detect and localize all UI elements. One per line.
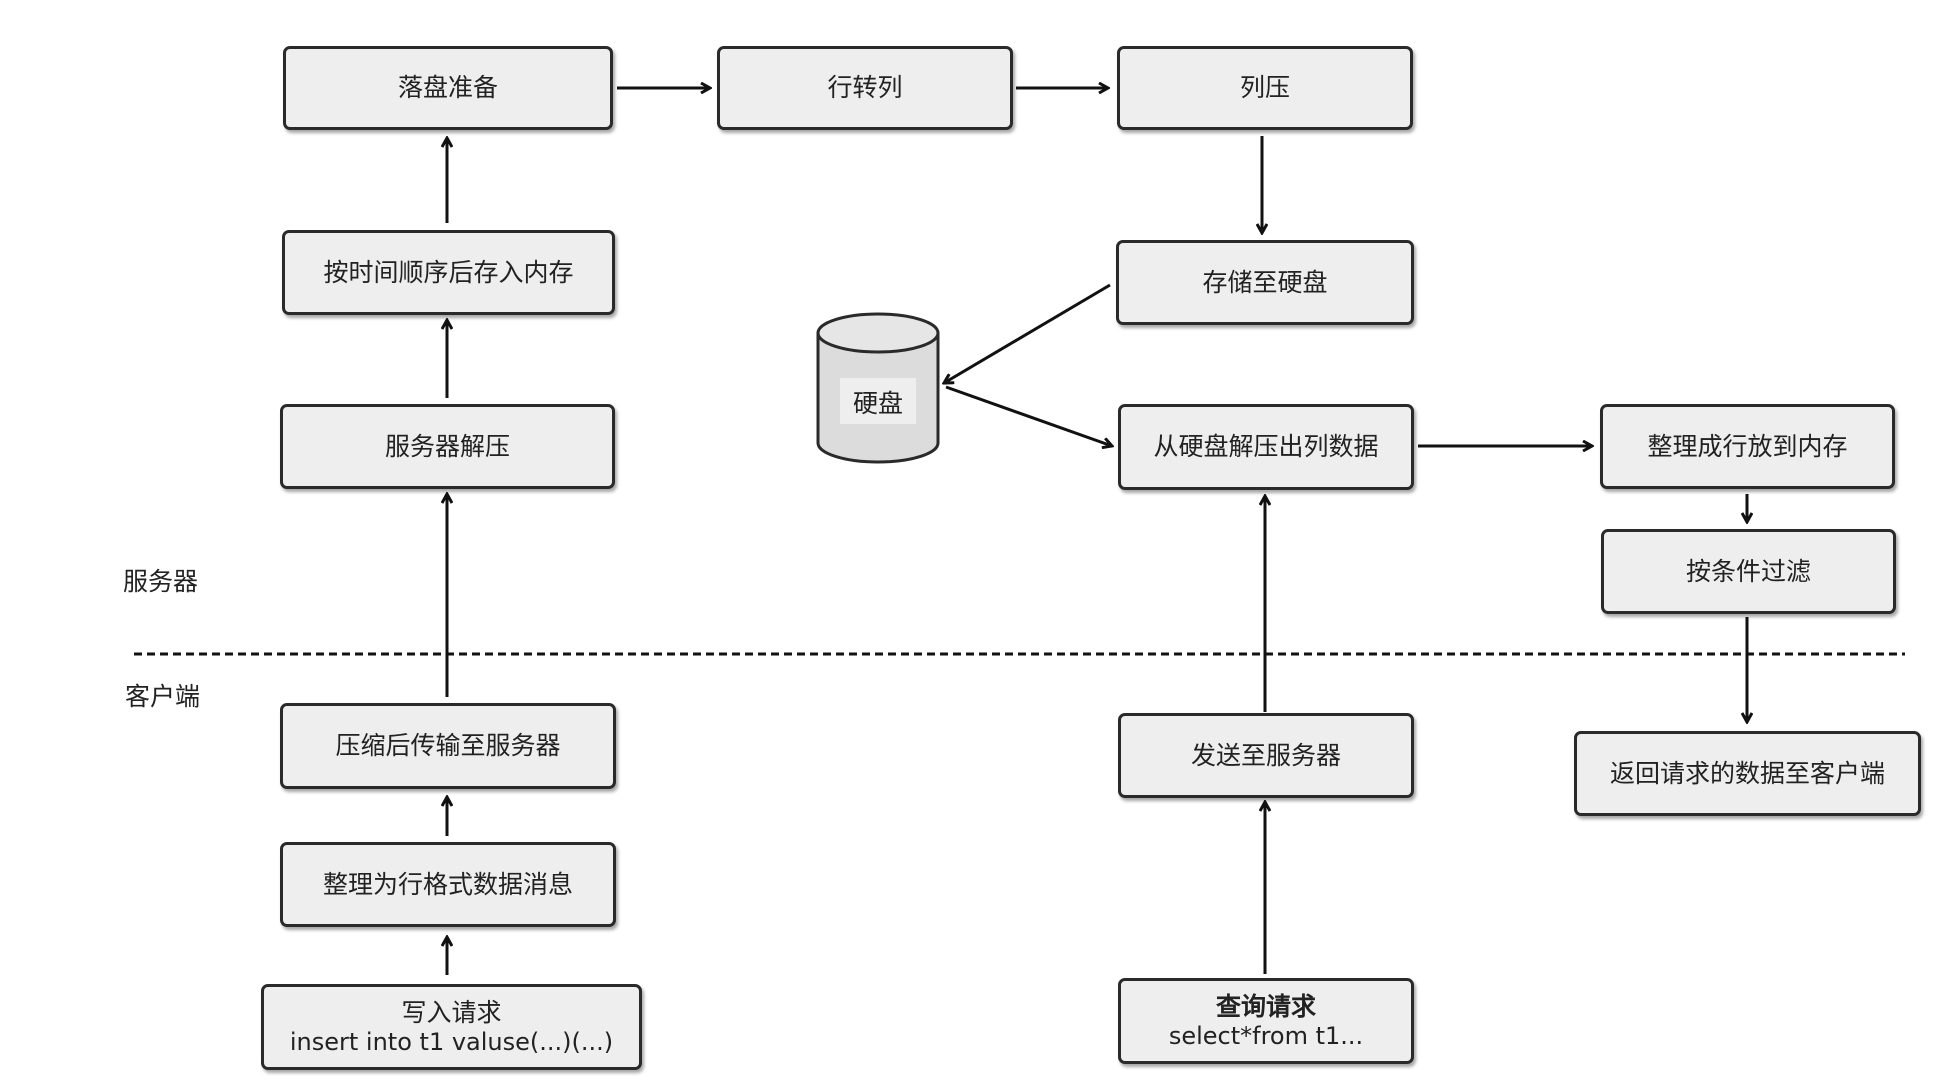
node-row-to-col: 行转列 [717, 46, 1013, 130]
query-request-title: 查询请求 [1215, 991, 1316, 1021]
node-compress-send: 压缩后传输至服务器 [280, 703, 616, 789]
node-send-server: 发送至服务器 [1118, 713, 1414, 798]
node-decompress-cols: 从硬盘解压出列数据 [1118, 404, 1414, 490]
zone-label-client: 客户端 [125, 682, 201, 711]
write-request-title: 写入请求 [401, 997, 502, 1027]
node-send-server-label: 发送至服务器 [1190, 740, 1341, 770]
node-sort-store: 按时间顺序后存入内存 [282, 230, 615, 315]
node-format-rows-label: 整理为行格式数据消息 [322, 869, 573, 899]
node-write-request: 写入请求 insert into t1 valuse(...)(...) [261, 984, 642, 1070]
node-store-disk: 存储至硬盘 [1116, 240, 1414, 325]
node-query-request: 查询请求 select*from t1... [1118, 978, 1414, 1064]
node-format-rows: 整理为行格式数据消息 [280, 842, 616, 927]
node-filter-label: 按条件过滤 [1685, 556, 1811, 586]
node-store-disk-label: 存储至硬盘 [1202, 267, 1328, 297]
node-col-compress-label: 列压 [1239, 73, 1290, 102]
node-col-compress: 列压 [1117, 46, 1413, 130]
query-request-sql: select*from t1... [1168, 1021, 1364, 1050]
arrow-disk-to-decompress [945, 385, 1112, 446]
node-row-to-col-label: 行转列 [827, 73, 903, 102]
arrow-store-to-disk [944, 283, 1111, 383]
node-rows-to-mem: 整理成行放到内存 [1600, 404, 1895, 489]
node-decompress-cols-label: 从硬盘解压出列数据 [1153, 432, 1379, 461]
node-server-decompress-label: 服务器解压 [384, 431, 510, 461]
node-filter: 按条件过滤 [1601, 529, 1896, 614]
node-return-data-label: 返回请求的数据至客户端 [1609, 758, 1885, 788]
write-request-sql: insert into t1 valuse(...)(...) [289, 1027, 614, 1056]
disk-label: 硬盘 [853, 389, 904, 418]
node-sort-store-label: 按时间顺序后存入内存 [323, 257, 574, 287]
zone-label-server: 服务器 [123, 567, 199, 596]
node-compress-send-label: 压缩后传输至服务器 [335, 731, 561, 760]
node-rows-to-mem-label: 整理成行放到内存 [1647, 431, 1848, 461]
node-server-decompress: 服务器解压 [280, 404, 615, 489]
node-flush-prep: 落盘准备 [283, 46, 613, 130]
disk-cylinder-icon [816, 312, 940, 464]
node-flush-prep-label: 落盘准备 [397, 73, 498, 102]
node-return-data: 返回请求的数据至客户端 [1574, 731, 1921, 816]
